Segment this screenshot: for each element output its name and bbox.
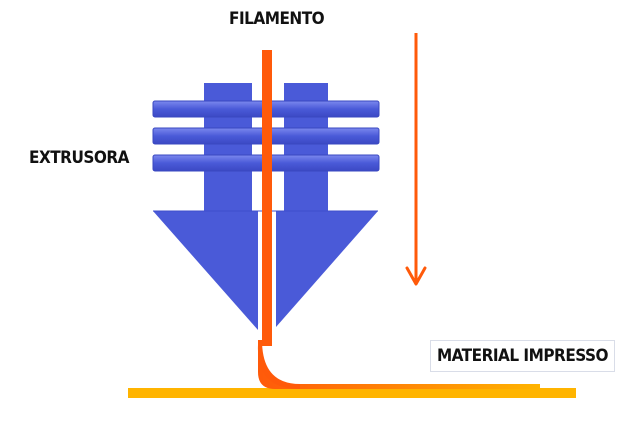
printed-material-text: MATERIAL IMPRESSO [436,345,609,366]
print-bed [128,388,576,398]
extruder-label: EXTRUSORA [29,148,130,168]
filament-bend [257,340,300,389]
printed-material-label: MATERIAL IMPRESSO [430,340,615,372]
extruder-nozzle-right [276,211,378,327]
extruder-nozzle-left [153,211,258,330]
arrow-down-icon [405,33,427,286]
filament-label: FILAMENTO [229,9,325,29]
filament-strand [262,50,272,346]
